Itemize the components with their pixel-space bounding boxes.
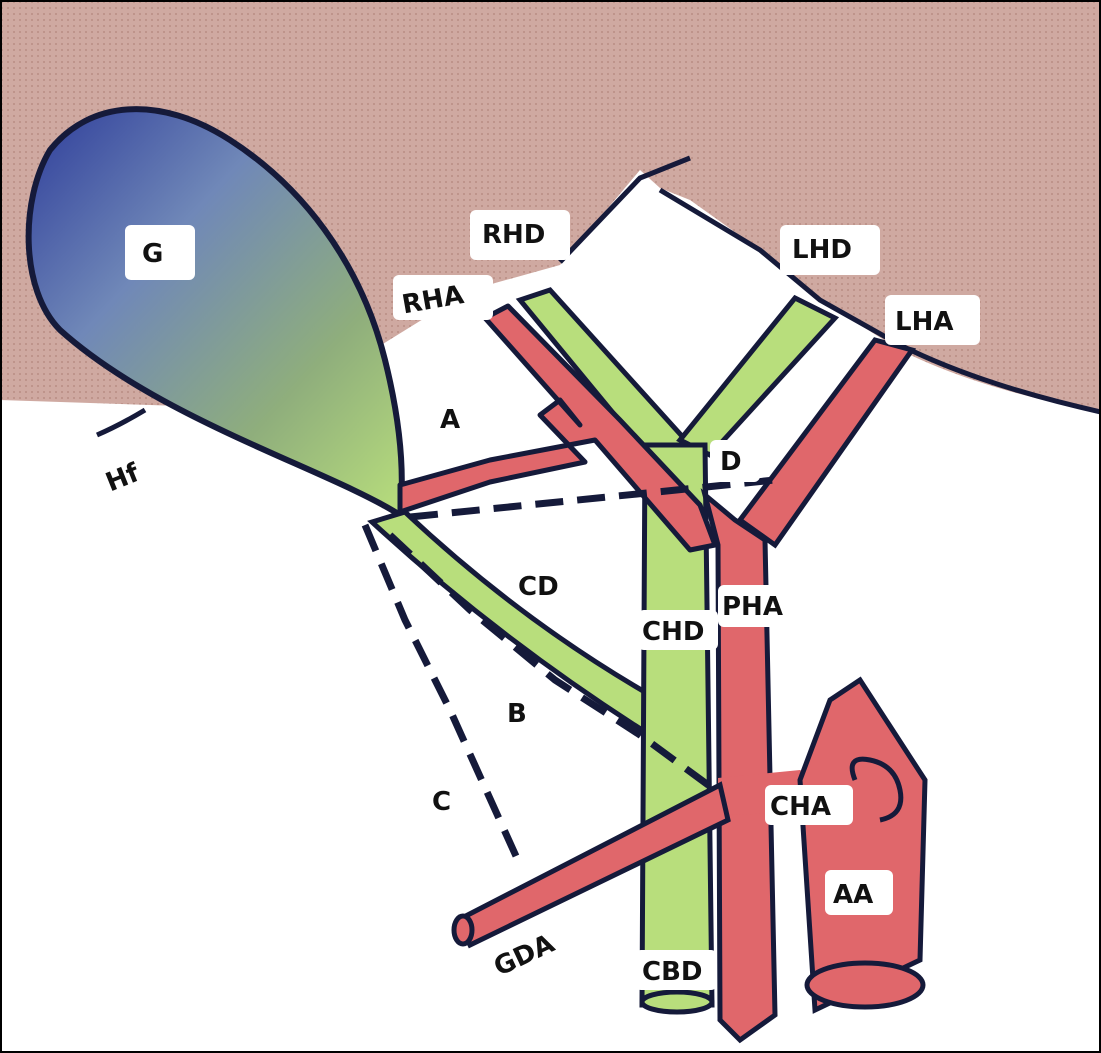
svg-text:G: G [142,239,163,269]
label-B: B [500,692,540,732]
svg-text:AA: AA [833,880,873,910]
svg-text:LHD: LHD [792,235,852,265]
hepatic-fossa-line [97,410,145,435]
svg-text:LHA: LHA [895,307,953,337]
abdominal-aorta [800,680,925,1010]
cbd-end [642,992,712,1012]
label-GDA: GDA [489,929,559,983]
label-CHD: CHD [638,610,718,650]
label-G: G [125,225,195,280]
svg-text:C: C [432,787,451,817]
label-CHA: CHA [765,785,853,825]
svg-text:B: B [507,699,527,729]
svg-text:RHD: RHD [482,220,545,250]
label-Hf: Hf [102,458,145,498]
label-A: A [440,405,460,435]
svg-text:PHA: PHA [722,592,783,622]
svg-text:CHA: CHA [770,792,831,822]
label-C: C [425,780,465,820]
aorta-end [807,963,923,1007]
label-CBD: CBD [635,950,717,990]
label-RHA: RHA [393,275,493,320]
label-PHA: PHA [718,585,804,627]
svg-text:CD: CD [518,572,559,602]
svg-text:D: D [720,447,742,477]
label-D: D [710,440,760,482]
svg-text:CBD: CBD [642,957,702,987]
label-LHA: LHA [885,295,980,345]
label-AA: AA [825,870,893,915]
svg-text:CHD: CHD [642,617,704,647]
svg-text:GDA: GDA [489,929,559,983]
svg-text:A: A [440,405,460,435]
label-LHD: LHD [780,225,880,275]
label-CD: CD [518,572,559,602]
gda-end [454,916,472,944]
svg-text:Hf: Hf [102,458,145,498]
label-RHD: RHD [470,210,570,260]
